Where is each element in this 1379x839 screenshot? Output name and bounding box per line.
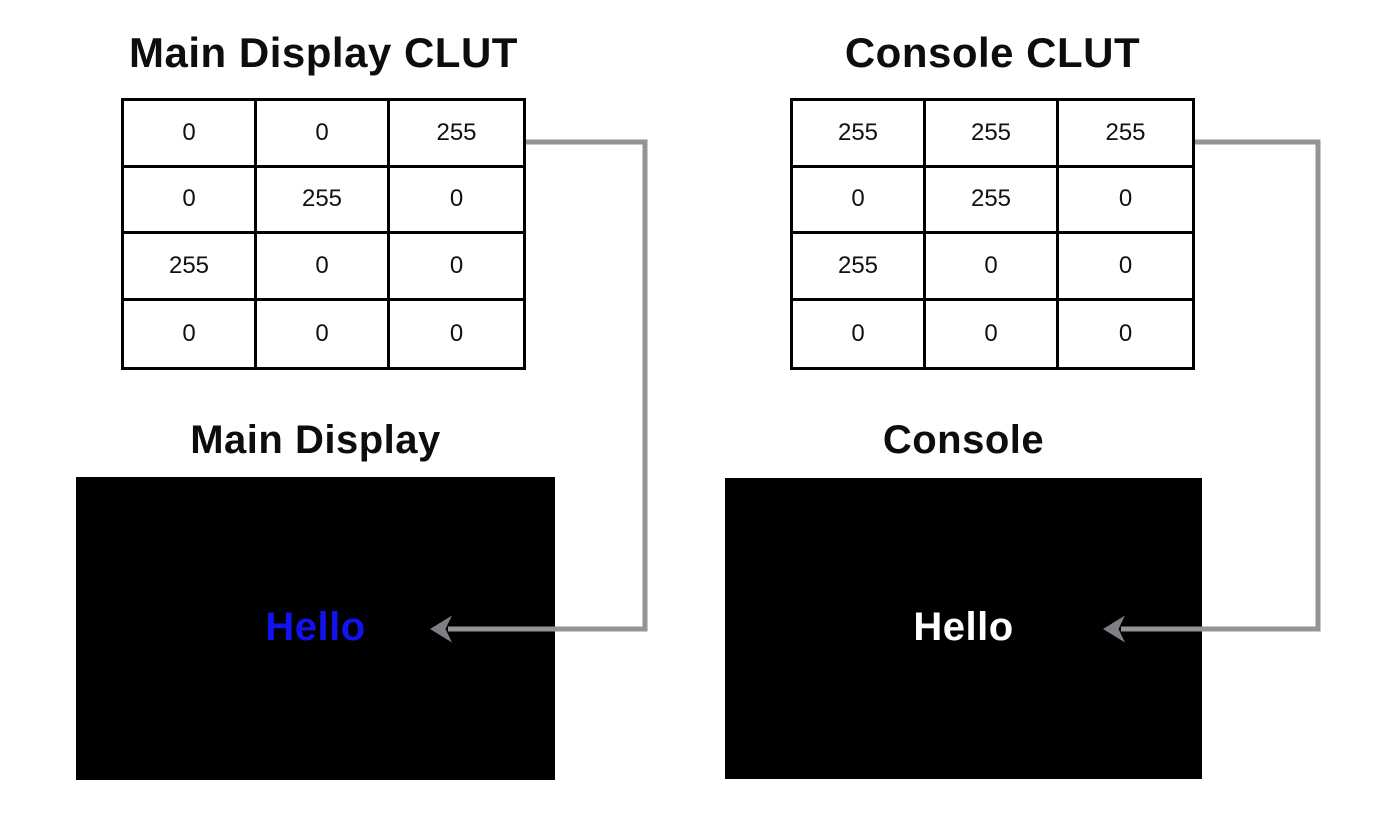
main-display-title: Main Display bbox=[190, 418, 441, 462]
main-display-hello-text: Hello bbox=[265, 605, 366, 649]
clut-cell: 0 bbox=[124, 167, 257, 234]
clut-cell: 0 bbox=[257, 300, 390, 367]
clut-cell: 0 bbox=[926, 234, 1059, 301]
clut-cell: 0 bbox=[390, 168, 523, 234]
clut-cell: 255 bbox=[926, 167, 1059, 234]
console-title: Console bbox=[882, 418, 1045, 462]
console-screen: Hello bbox=[725, 478, 1202, 779]
clut-cell: 0 bbox=[257, 234, 390, 301]
clut-cell: 0 bbox=[390, 234, 523, 301]
clut-cell: 0 bbox=[1118, 319, 1133, 347]
console-hello-text: Hello bbox=[913, 605, 1014, 649]
clut-cell: 0 bbox=[257, 101, 390, 168]
clut-cell: 255 bbox=[390, 101, 523, 168]
clut-cell: 0 bbox=[793, 167, 926, 234]
clut-cell: 255 bbox=[124, 234, 257, 301]
clut-cell: 0 bbox=[124, 300, 257, 367]
clut-cell: 0 bbox=[1059, 234, 1192, 301]
clut-cell: 0 bbox=[124, 101, 257, 168]
clut-cell: 255 bbox=[793, 101, 926, 168]
clut-cell: 0 bbox=[793, 300, 926, 367]
console-clut-title: Console CLUT bbox=[844, 29, 1141, 76]
main-display-screen: Hello bbox=[76, 477, 555, 780]
main-display-clut-title: Main Display CLUT bbox=[129, 29, 518, 76]
clut-cell: 255 bbox=[257, 167, 390, 234]
clut-cell: 0 bbox=[1059, 168, 1192, 234]
main-display-clut-table: 0 0 255 0 255 0 255 0 0 0 0 0 bbox=[121, 98, 526, 370]
clut-cell: 255 bbox=[926, 101, 1059, 168]
console-clut-table: 255 255 255 0 255 0 255 0 0 0 0 0 bbox=[790, 98, 1195, 370]
clut-cell: 0 bbox=[449, 319, 464, 347]
clut-cell: 255 bbox=[793, 234, 926, 301]
clut-cell: 255 bbox=[1059, 101, 1192, 168]
clut-cell: 0 bbox=[926, 300, 1059, 367]
